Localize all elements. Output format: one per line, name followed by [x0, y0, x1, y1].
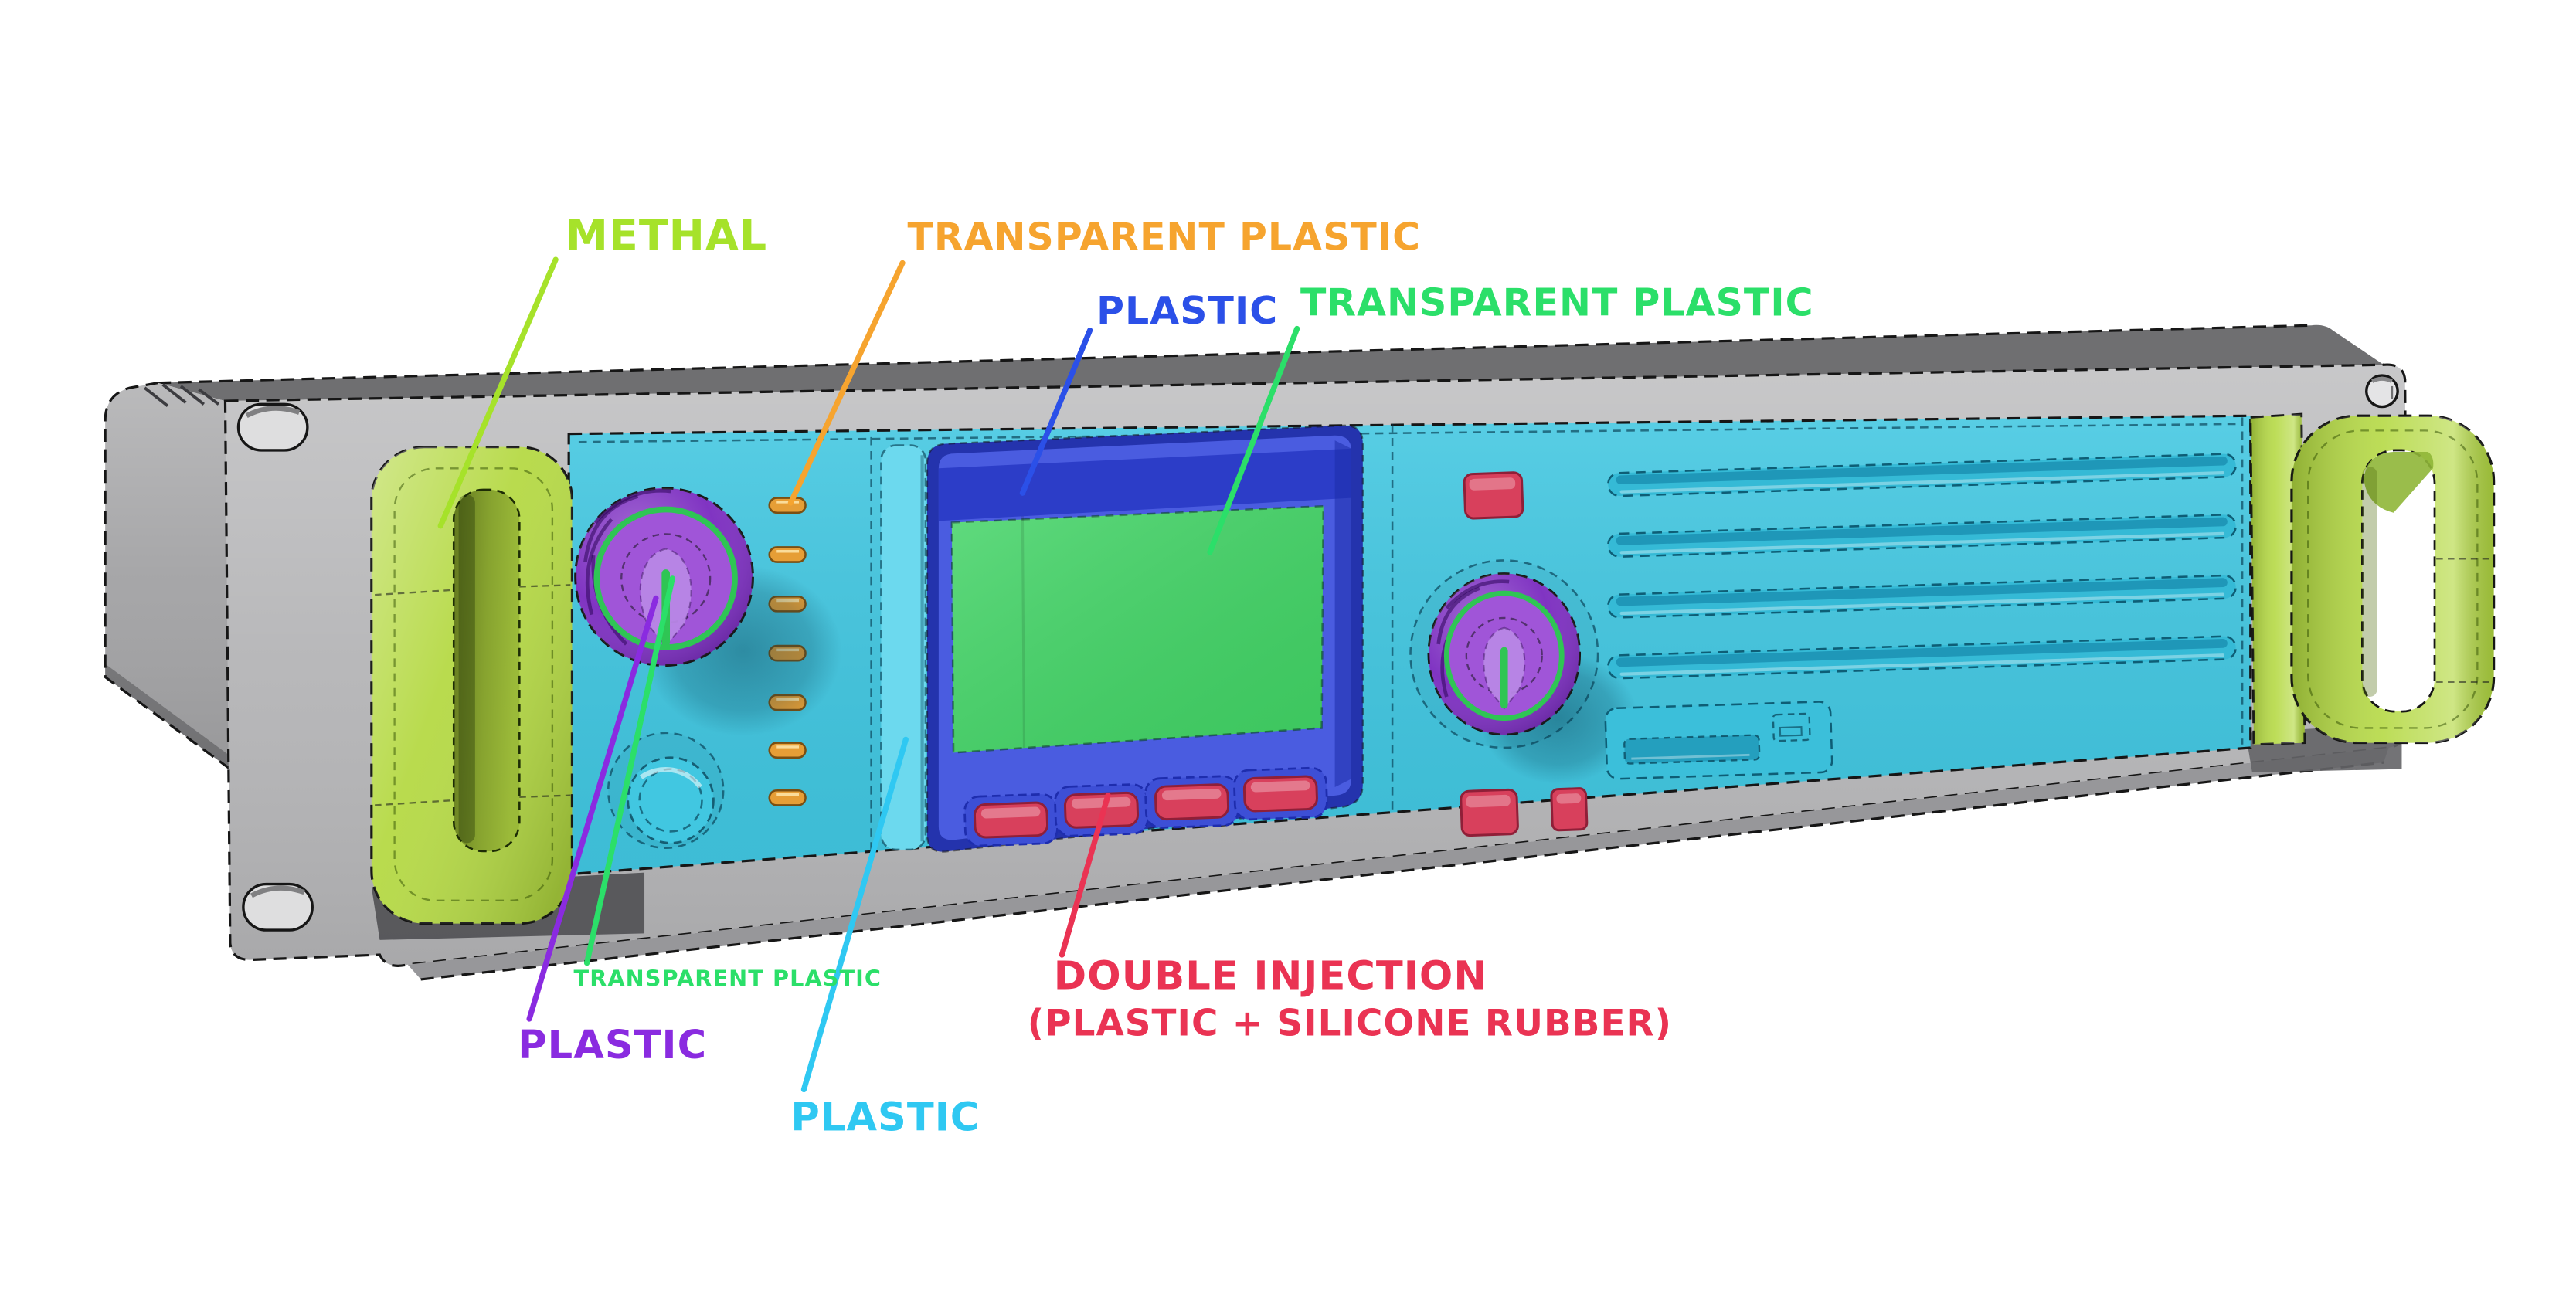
led-indicator — [768, 742, 807, 759]
annotation-label-plastic-bezel: PLASTIC — [1096, 289, 1278, 333]
annotation-label-plastic-knob: PLASTIC — [518, 1023, 707, 1068]
front-panel — [567, 414, 2252, 876]
chamfer-hatch — [144, 383, 220, 407]
annotation-label-transparent-plastic-leds: TRANSPARENT PLASTIC — [907, 215, 1421, 259]
leader-line-plastic-knob — [526, 595, 659, 1022]
annotation-label-transparent-plastic-screen: TRANSPARENT PLASTIC — [1300, 280, 1814, 324]
chassis-bottom-lip — [407, 747, 2389, 979]
vent-slots — [1607, 453, 2237, 680]
function-button-2 — [1054, 783, 1149, 837]
annotation-label-double-injection-detail: (PLASTIC + SILICONE RUBBER) — [1028, 1003, 1672, 1044]
handles — [370, 412, 2496, 925]
bezel-top-band — [938, 448, 1351, 521]
annotation-label-transparent-plastic-knob: TRANSPARENT PLASTIC — [574, 965, 882, 991]
leader-line-plastic-panel — [800, 736, 909, 1093]
vent-slot — [1607, 453, 2237, 497]
right-panel-section — [1409, 453, 2237, 837]
mounting-slot-bottom — [242, 882, 314, 932]
led-indicator — [768, 497, 807, 514]
annotation-label-double-injection: DOUBLE INJECTION — [1054, 954, 1487, 1000]
led-indicator — [768, 546, 807, 563]
leader-line-transparent-plastic-knob — [583, 575, 675, 966]
display-bezel — [926, 424, 1364, 853]
handle-right-opening — [2361, 449, 2436, 713]
knob-ring-transparent — [1443, 590, 1565, 721]
rotary-knob-left — [574, 487, 842, 737]
led-indicator — [768, 789, 807, 806]
annotations: METHAL TRANSPARENT PLASTIC PLASTIC TRANS… — [437, 211, 1814, 1141]
handle-left — [370, 446, 574, 925]
card-slot — [1604, 701, 1833, 780]
leader-line-plastic-bezel — [1019, 327, 1093, 496]
handle-right — [2249, 412, 2496, 746]
annotation-label-plastic-panel: PLASTIC — [790, 1095, 980, 1141]
mounting-hole — [2365, 374, 2399, 409]
leader-line-double-injection — [1059, 793, 1111, 958]
leader-line-transparent-plastic-leds — [787, 260, 906, 506]
function-button-4 — [1233, 766, 1328, 821]
panel-divider-strip — [880, 444, 927, 851]
chassis-top-surface — [158, 324, 2384, 402]
leader-line-methal — [437, 256, 559, 529]
function-button-3 — [1144, 775, 1239, 829]
status-button-bottom — [1460, 788, 1519, 837]
rotary-knob-right — [1409, 559, 1638, 784]
rack-ear-left — [236, 402, 314, 932]
vent-slot — [1607, 514, 2237, 558]
function-button-1 — [963, 793, 1059, 847]
annotation-label-methal: METHAL — [566, 211, 767, 260]
mounting-slot-top — [236, 402, 309, 452]
knob-ring-transparent — [593, 506, 738, 651]
vent-slot — [1607, 574, 2237, 619]
status-button-top — [1463, 471, 1524, 520]
round-button — [607, 732, 725, 850]
handle-left-grip-pocket — [452, 488, 521, 853]
status-button-small — [1550, 787, 1589, 832]
leader-line-transparent-plastic-screen — [1207, 325, 1300, 555]
vent-slot — [1607, 635, 2237, 680]
rack-ear-right — [2365, 374, 2399, 409]
